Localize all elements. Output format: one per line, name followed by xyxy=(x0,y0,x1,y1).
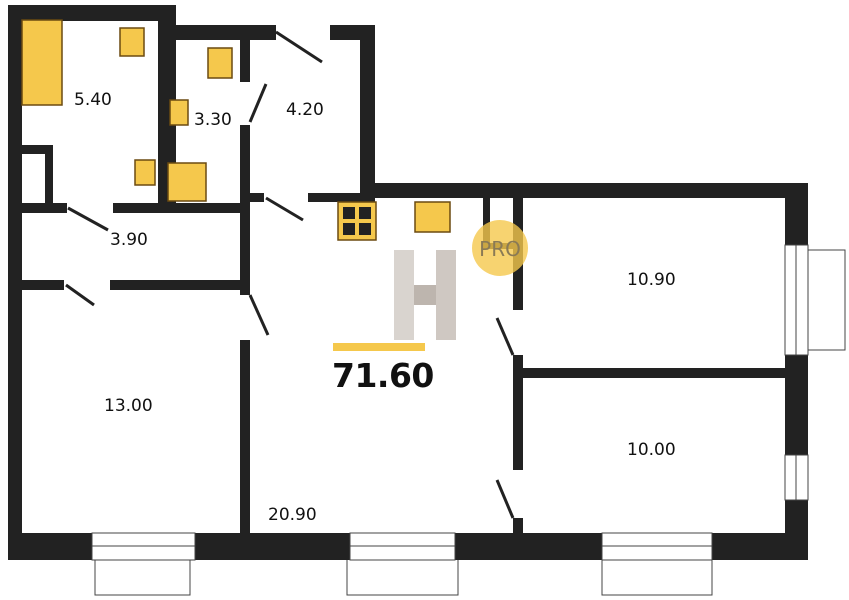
doors xyxy=(65,30,515,519)
kitchen-sink-icon xyxy=(414,201,451,233)
room-area-room-left: 13.00 xyxy=(104,396,153,416)
sink-icon xyxy=(169,99,189,126)
room-area-toilet: 3.30 xyxy=(194,110,232,130)
room-area-storage: 4.20 xyxy=(286,100,324,120)
toilet-icon xyxy=(119,27,145,57)
room-area-living-kitchen: 20.90 xyxy=(268,505,317,525)
total-area-accent-bar xyxy=(333,343,425,351)
room-area-corridor: 3.90 xyxy=(110,230,148,250)
total-area: 71.60 xyxy=(332,356,434,395)
room-area-room-top-right: 10.90 xyxy=(627,270,676,290)
toilet-icon xyxy=(207,47,233,79)
room-area-bathroom: 5.40 xyxy=(74,90,112,110)
svg-text:PRO: PRO xyxy=(479,237,521,261)
room-area-room-bottom-right: 10.00 xyxy=(627,440,676,460)
bathtub-icon xyxy=(21,19,63,106)
logo-icon: PRO xyxy=(394,220,528,340)
stove-burners xyxy=(343,207,371,235)
sink-icon xyxy=(134,159,156,186)
walls xyxy=(8,5,808,560)
windows xyxy=(91,244,846,596)
shower-icon xyxy=(167,162,207,202)
